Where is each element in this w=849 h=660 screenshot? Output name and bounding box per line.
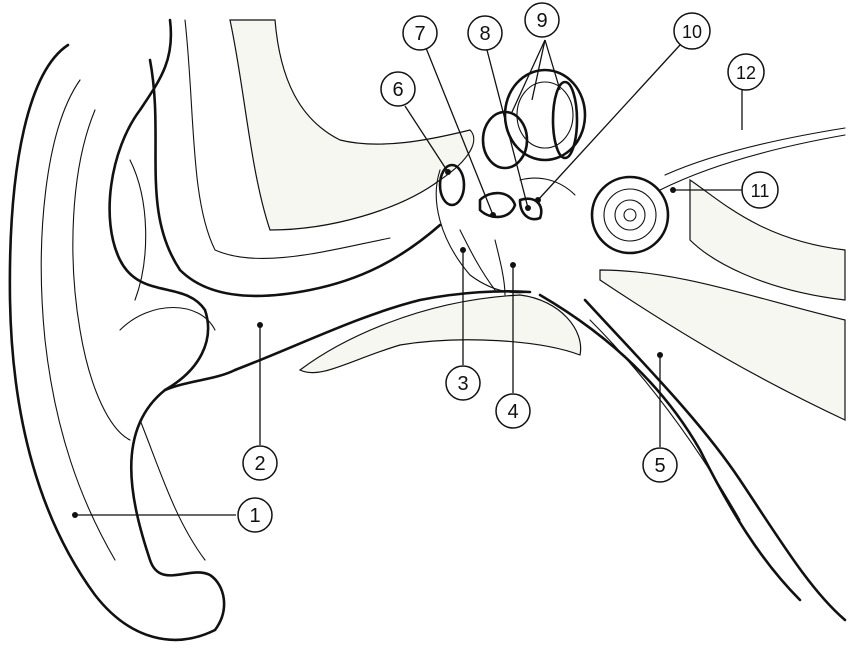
- callout-7: 7: [403, 16, 437, 50]
- callout-5-label: 5: [654, 455, 665, 477]
- callout-8-label: 8: [479, 23, 490, 45]
- callout-2-label: 2: [254, 453, 265, 475]
- callout-11-label: 11: [751, 181, 770, 201]
- callout-8: 8: [468, 16, 502, 50]
- callout-2: 2: [243, 446, 277, 480]
- callout-11: 11: [742, 172, 778, 208]
- callout-3: 3: [446, 366, 480, 400]
- callout-10: 10: [674, 13, 710, 49]
- callout-1-label: 1: [249, 505, 260, 527]
- callout-1: 1: [238, 498, 272, 532]
- callout-5: 5: [643, 448, 677, 482]
- callout-10-label: 10: [682, 22, 702, 42]
- auditory-nerve-line-2: [665, 128, 845, 175]
- temporal-bone-upper: [230, 20, 474, 230]
- callout-4: 4: [496, 394, 530, 428]
- callout-9-label: 9: [536, 10, 547, 32]
- temporal-bone-lower: [300, 295, 581, 373]
- auricle: [10, 20, 235, 640]
- middle-ear: [436, 165, 541, 295]
- callout-9: 9: [525, 3, 559, 37]
- callout-6: 6: [381, 72, 415, 106]
- callout-12-label: 12: [736, 63, 756, 83]
- callout-12: 12: [728, 54, 764, 90]
- callout-3-label: 3: [457, 373, 468, 395]
- callout-7-label: 7: [414, 23, 425, 45]
- cochlea: [592, 177, 668, 253]
- inner-ear: [483, 70, 845, 253]
- callout-4-label: 4: [507, 401, 518, 423]
- callout-6-label: 6: [392, 79, 403, 101]
